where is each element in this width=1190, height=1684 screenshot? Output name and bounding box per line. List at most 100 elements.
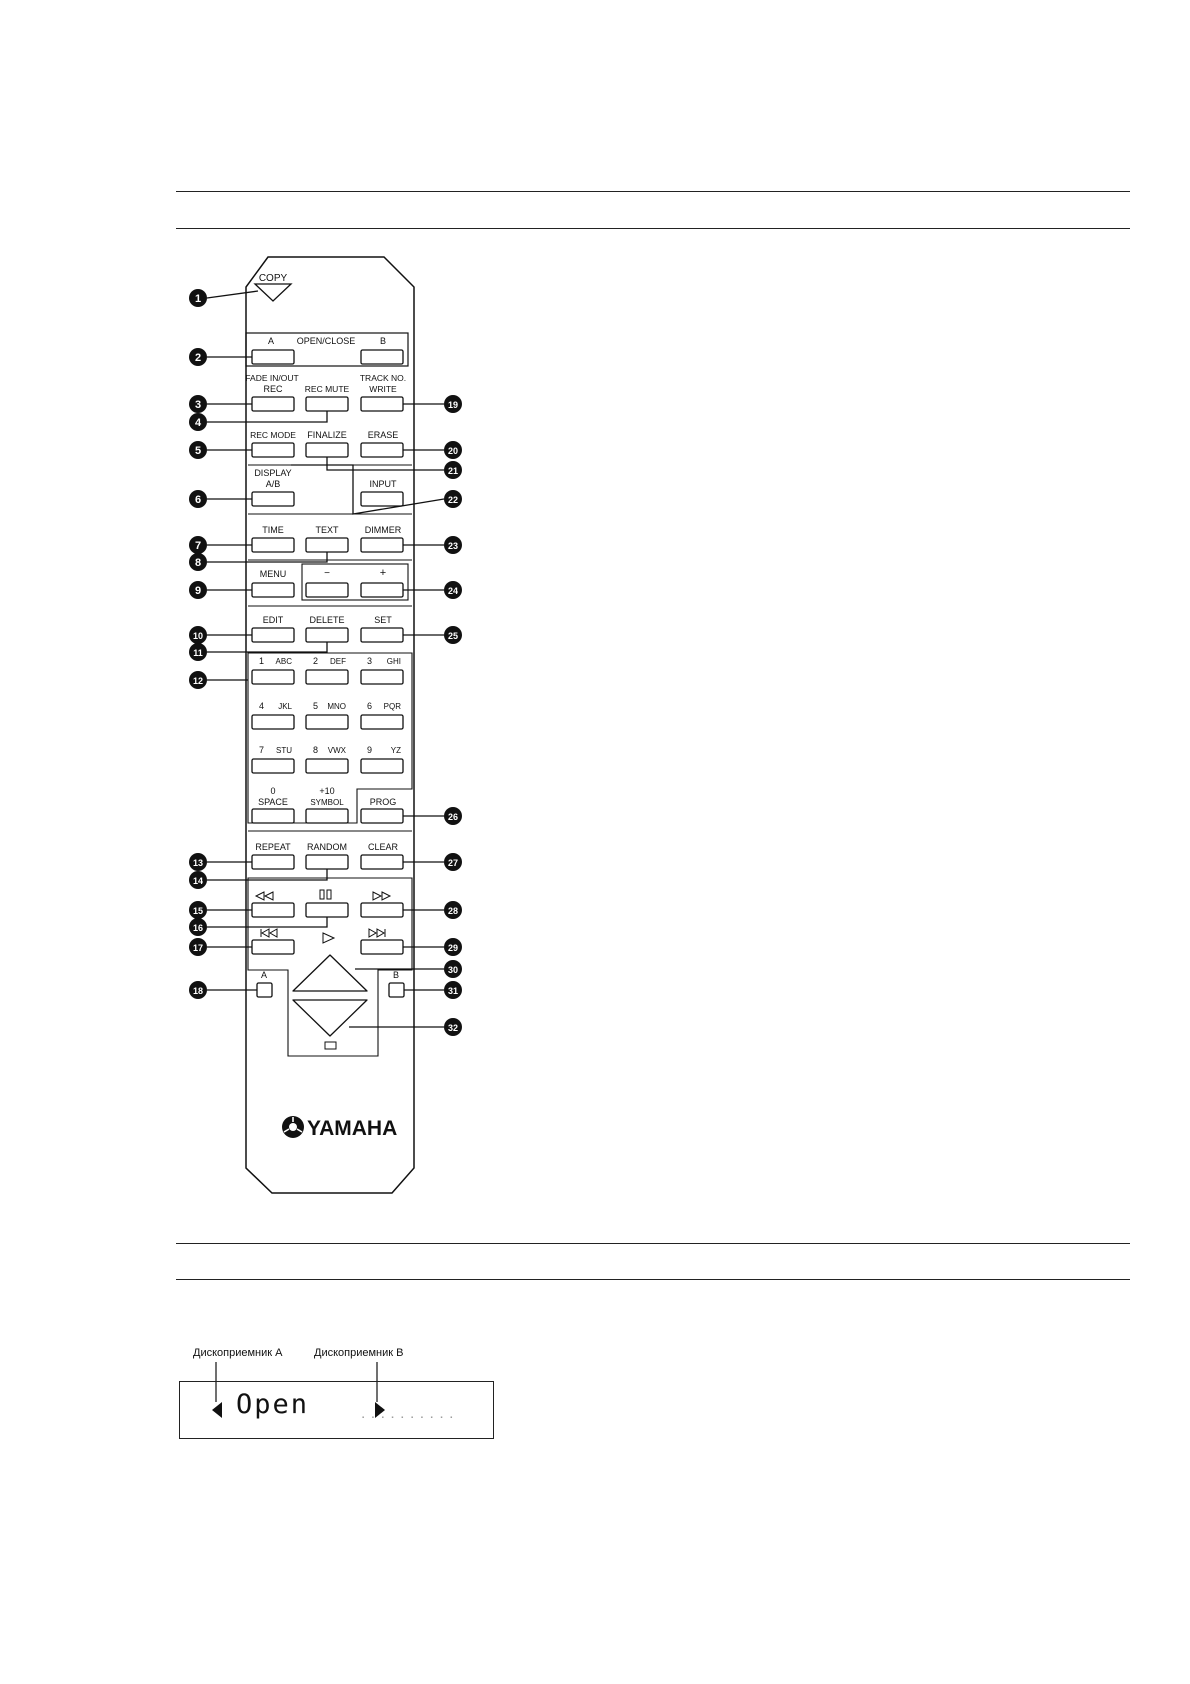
svg-text:18: 18	[193, 986, 203, 996]
key-9-button[interactable]	[360, 758, 404, 774]
plus-label: +	[380, 567, 386, 579]
tray-a-indicator-icon	[212, 1402, 222, 1418]
callout-9: 9	[189, 581, 207, 599]
repeat-button[interactable]	[251, 854, 295, 870]
time-button[interactable]	[251, 537, 295, 553]
skip-forward-button[interactable]	[360, 939, 404, 955]
search-forward-button[interactable]	[360, 902, 404, 918]
svg-text:28: 28	[448, 906, 458, 916]
rec-mute-button[interactable]	[305, 396, 349, 412]
set-button[interactable]	[360, 627, 404, 643]
bottom-rule-1	[176, 1243, 1130, 1244]
key-1-button[interactable]	[251, 669, 295, 685]
delete-button[interactable]	[305, 627, 349, 643]
key-2-button[interactable]	[305, 669, 349, 685]
transport-b-button[interactable]	[388, 982, 405, 998]
key-1-num: 1	[259, 656, 264, 666]
prog-button[interactable]	[360, 808, 404, 824]
key-3-button[interactable]	[360, 669, 404, 685]
erase-button[interactable]	[360, 442, 404, 458]
clear-button[interactable]	[360, 854, 404, 870]
space-label: SPACE	[258, 797, 288, 807]
svg-text:10: 10	[193, 631, 203, 641]
brand-label: YAMAHA	[307, 1117, 397, 1140]
pause-button[interactable]	[305, 902, 349, 918]
top-rule-2	[176, 228, 1130, 229]
search-forward-icon	[372, 891, 392, 901]
dimmer-label: DIMMER	[365, 525, 402, 535]
delete-label: DELETE	[309, 615, 344, 625]
key-5-button[interactable]	[305, 714, 349, 730]
dimmer-button[interactable]	[360, 537, 404, 553]
edit-button[interactable]	[251, 627, 295, 643]
callout-27: 27	[444, 853, 462, 871]
svg-text:1: 1	[195, 293, 201, 305]
callout-13: 13	[189, 853, 207, 871]
menu-label: MENU	[260, 569, 287, 579]
key-4-num: 4	[259, 701, 264, 711]
random-button[interactable]	[305, 854, 349, 870]
open-close-a-button[interactable]	[251, 349, 295, 365]
yamaha-logo: YAMAHA	[282, 1116, 397, 1140]
svg-text:16: 16	[193, 923, 203, 933]
callout-30: 30	[444, 960, 462, 978]
svg-text:17: 17	[193, 943, 203, 953]
key-7-letters: STU	[276, 746, 292, 755]
skip-back-icon	[260, 928, 278, 938]
svg-text:6: 6	[195, 494, 201, 506]
svg-text:26: 26	[448, 812, 458, 822]
text-button[interactable]	[305, 537, 349, 553]
rec-button[interactable]	[251, 396, 295, 412]
key-5-num: 5	[313, 701, 318, 711]
plus10-symbol-button[interactable]	[305, 808, 349, 824]
skip-forward-icon	[368, 928, 386, 938]
open-b-label: B	[380, 336, 386, 346]
play-icon	[322, 932, 336, 944]
key-8-button[interactable]	[305, 758, 349, 774]
stop-icon	[324, 1041, 337, 1050]
prog-label: PROG	[370, 797, 397, 807]
finalize-button[interactable]	[305, 442, 349, 458]
transport-a-button[interactable]	[256, 982, 273, 998]
open-close-group	[245, 332, 409, 367]
play-button[interactable]	[292, 954, 368, 992]
display-ab-button[interactable]	[251, 491, 295, 507]
skip-back-button[interactable]	[251, 939, 295, 955]
svg-text:24: 24	[448, 586, 458, 596]
minus-button[interactable]	[305, 582, 349, 598]
callout-16: 16	[189, 918, 207, 936]
edit-label: EDIT	[263, 615, 284, 625]
callout-23: 23	[444, 536, 462, 554]
key-7-button[interactable]	[251, 758, 295, 774]
stop-button[interactable]	[292, 999, 368, 1037]
callout-11: 11	[189, 643, 207, 661]
track-no-write-button[interactable]	[360, 396, 404, 412]
rec-label: REC	[263, 384, 283, 394]
svg-text:7: 7	[195, 540, 201, 552]
key-0-space-button[interactable]	[251, 808, 295, 824]
input-button[interactable]	[360, 491, 404, 507]
erase-label: ERASE	[368, 430, 399, 440]
callout-20: 20	[444, 441, 462, 459]
callout-31: 31	[444, 981, 462, 999]
search-back-button[interactable]	[251, 902, 295, 918]
key-3-num: 3	[367, 656, 372, 666]
callout-1: 1	[189, 289, 207, 307]
svg-text:27: 27	[448, 858, 458, 868]
key-6-button[interactable]	[360, 714, 404, 730]
key-7-num: 7	[259, 745, 264, 755]
plus-button[interactable]	[360, 582, 404, 598]
key-6-letters: PQR	[384, 702, 402, 711]
callout-10: 10	[189, 626, 207, 644]
svg-text:29: 29	[448, 943, 458, 953]
rec-mute-label: REC MUTE	[305, 384, 350, 394]
callout-14: 14	[189, 871, 207, 889]
menu-button[interactable]	[251, 582, 295, 598]
key-4-button[interactable]	[251, 714, 295, 730]
callout-5: 5	[189, 441, 207, 459]
open-close-b-button[interactable]	[360, 349, 404, 365]
rec-mode-button[interactable]	[251, 442, 295, 458]
copy-button[interactable]	[253, 283, 293, 302]
callout-26: 26	[444, 807, 462, 825]
svg-text:31: 31	[448, 986, 458, 996]
